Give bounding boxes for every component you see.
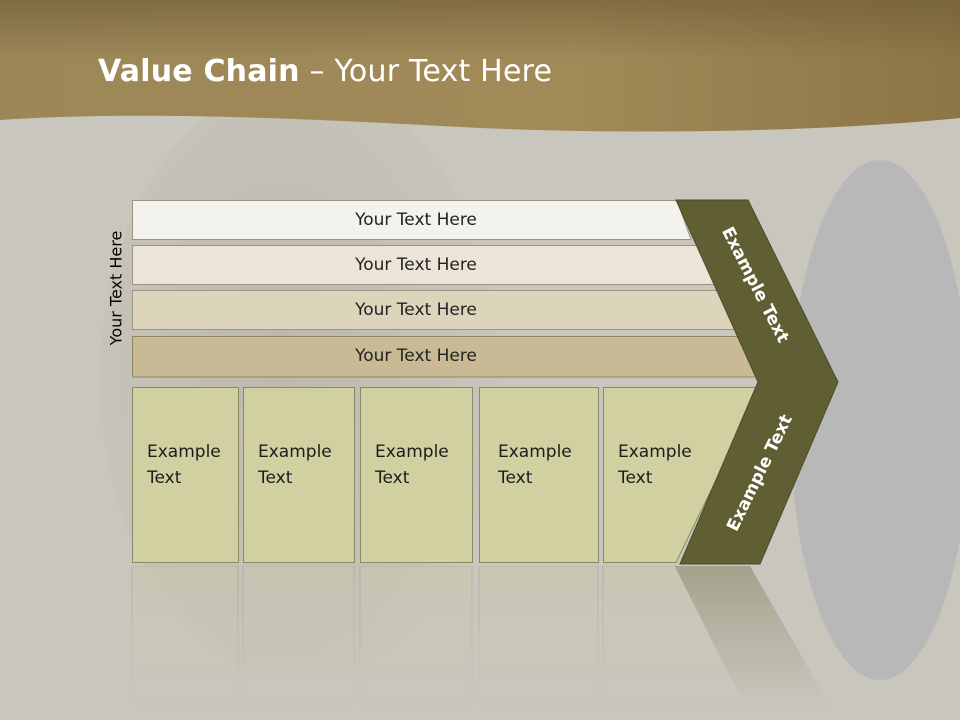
activity-box-2-line2: Text xyxy=(258,468,293,488)
support-bar-2-label: Your Text Here xyxy=(355,255,477,275)
activity-box-3-line2: Text xyxy=(375,468,410,488)
support-bar-4: Your Text Here xyxy=(132,336,764,378)
activity-box-4-line1: Example xyxy=(498,442,572,462)
title-bold: Value Chain xyxy=(98,54,300,89)
margin-chevron xyxy=(675,199,839,565)
support-bar-3: Your Text Here xyxy=(132,290,740,330)
diagram-reflection xyxy=(131,566,830,706)
activity-box-4-line2: Text xyxy=(498,468,533,488)
activity-box-1-line1: Example xyxy=(147,442,221,462)
support-bar-4-label: Your Text Here xyxy=(355,346,477,366)
activity-box-5-line2: Text xyxy=(618,468,653,488)
support-bar-1: Your Text Here xyxy=(132,200,692,240)
activity-box-1-line2: Text xyxy=(147,468,182,488)
title-rest: – Your Text Here xyxy=(299,54,553,89)
support-bar-3-label: Your Text Here xyxy=(355,300,477,320)
activity-box-3-line1: Example xyxy=(375,442,449,462)
support-bar-2: Your Text Here xyxy=(132,245,717,285)
activity-box-2-line1: Example xyxy=(258,442,332,462)
support-bar-1-label: Your Text Here xyxy=(355,210,477,230)
slide-title: Value Chain – Your Text Here xyxy=(98,54,552,89)
activity-box-5-line1: Example xyxy=(618,442,692,462)
